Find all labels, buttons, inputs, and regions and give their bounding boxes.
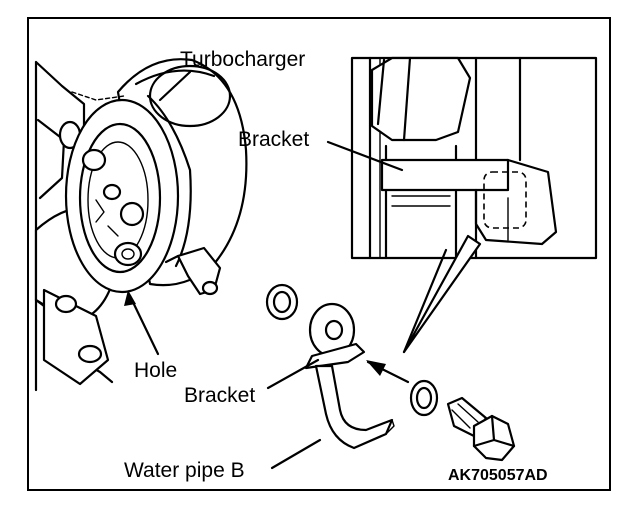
label-hole: Hole (134, 359, 177, 382)
label-turbocharger: Turbocharger (180, 48, 305, 71)
label-bracket-pipe: Bracket (184, 384, 255, 407)
gasket-upper (265, 283, 299, 321)
leader-hole-arrowhead (124, 290, 136, 306)
water-pipe-b-part (304, 302, 395, 450)
label-bracket-detail: Bracket (238, 128, 309, 151)
turbocharger-assembly (34, 58, 248, 392)
leader-hole (128, 294, 160, 356)
leader-bracket-pipe (266, 358, 320, 390)
leader-bracket-detail (326, 140, 404, 172)
figure-frame (27, 17, 611, 491)
bracket-detail-inset (350, 56, 598, 354)
label-water-pipe-b: Water pipe B (124, 459, 245, 482)
figure-code: AK705057AD (448, 467, 548, 484)
leader-turbocharger (158, 70, 192, 102)
gasket-lower (409, 379, 439, 417)
eye-bolt (446, 396, 516, 462)
leader-water-pipe (270, 438, 322, 470)
install-direction-arrowhead (366, 360, 386, 376)
